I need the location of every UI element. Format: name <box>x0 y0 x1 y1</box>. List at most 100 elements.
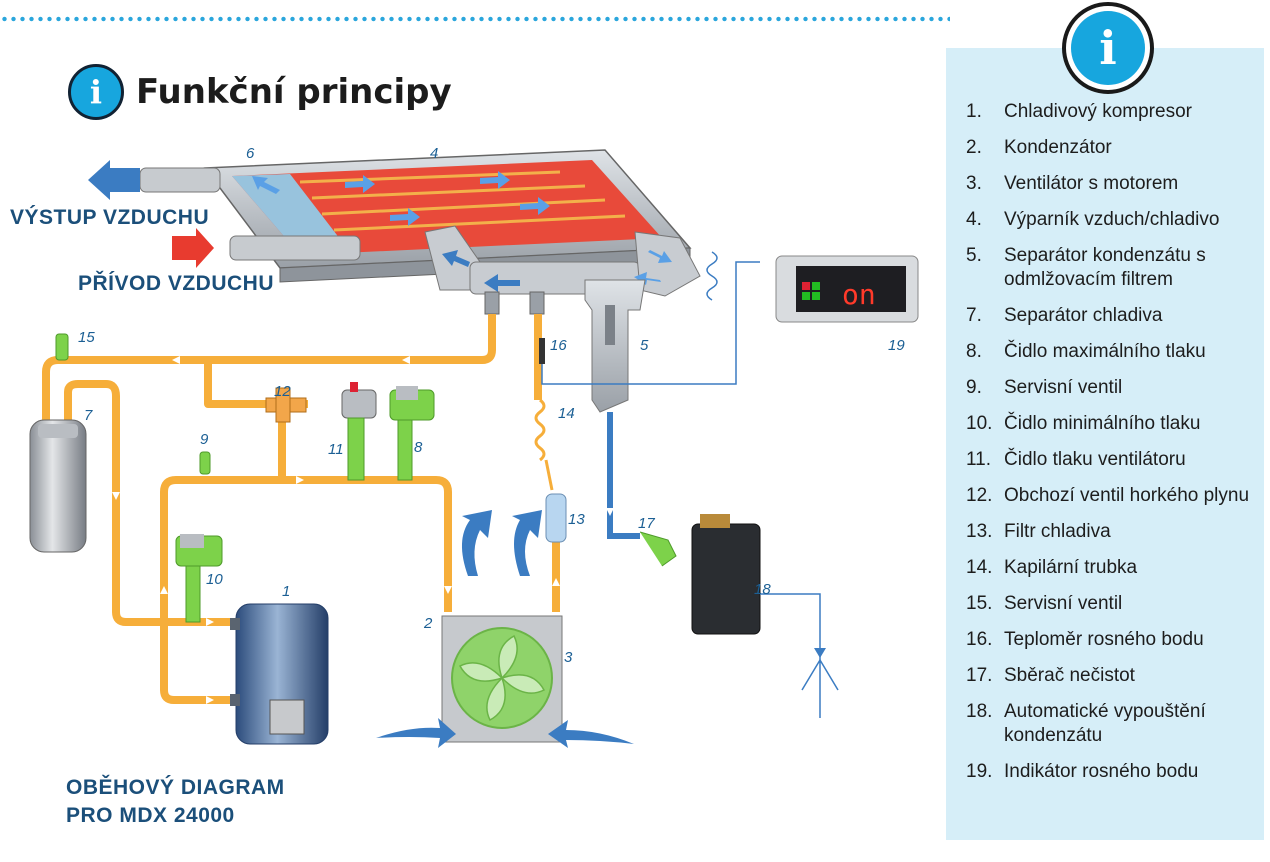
component-number: 9 <box>200 431 209 448</box>
capillary-line <box>544 459 554 491</box>
legend-text: Automatické vypouštění kondenzátu <box>1004 701 1206 746</box>
drain-icon <box>801 659 839 718</box>
legend-text: Servisní ventil <box>1004 593 1123 614</box>
diagram-title-line2: PRO MDX 24000 <box>66 804 235 827</box>
component-number: 12 <box>274 383 291 400</box>
legend-item: 11.Čidlo tlaku ventilátoru <box>966 448 1256 472</box>
component-number: 15 <box>78 329 95 346</box>
legend-item: 2.Kondenzátor <box>966 136 1256 160</box>
evaporator <box>139 149 701 413</box>
legend-number: 2. <box>966 137 982 158</box>
legend-number: 16. <box>966 629 993 650</box>
legend-text: Kapilární trubka <box>1004 557 1138 578</box>
legend-text: Filtr chladiva <box>1004 521 1111 542</box>
display-text: on <box>842 278 876 311</box>
legend-item: 3. Ventilátor s motorem <box>966 172 1256 196</box>
legend-text: Čidlo minimálního tlaku <box>1004 413 1201 434</box>
legend-text: Výparník vzduch/chladivo <box>1004 209 1220 230</box>
fan-pressure-sensor <box>341 382 377 481</box>
legend-item: 14. Kapilární trubka <box>966 556 1256 580</box>
air-out-arrow <box>88 160 140 200</box>
legend-text: Teploměr rosného bodu <box>1004 629 1204 650</box>
legend-number: 3. <box>966 173 982 194</box>
legend-item: 13. Filtr chladiva <box>966 520 1256 544</box>
legend-number: 5. <box>966 245 982 266</box>
component-number: 11 <box>328 441 344 458</box>
legend-item: 15. Servisní ventil <box>966 592 1256 616</box>
sensor-wire <box>541 261 760 385</box>
info-icon: i <box>1062 2 1154 94</box>
legend-text: Čidlo maximálního tlaku <box>1004 341 1206 362</box>
flow-arrow-down <box>606 508 614 516</box>
dirt-collector <box>639 531 677 567</box>
drain-line <box>760 593 821 660</box>
component-number: 6 <box>246 145 255 162</box>
legend-number: 14. <box>966 557 993 578</box>
component-number: 19 <box>888 337 905 354</box>
legend-number: 8. <box>966 341 982 362</box>
legend-item: 1. Chladivový kompresor <box>966 100 1256 124</box>
legend-item: 18. Automatické vypouštění kondenzátu <box>966 700 1256 748</box>
air-in-arrow <box>172 228 214 268</box>
compressor <box>230 603 329 745</box>
legend-text: Servisní ventil <box>1004 377 1123 398</box>
legend-number: 18. <box>966 701 993 722</box>
refrigerant-pipes <box>42 314 560 704</box>
refrigerant-separator <box>29 419 87 553</box>
max-pressure-sensor <box>389 386 435 481</box>
drain-arrow <box>814 648 826 658</box>
legend-item: 8. Čidlo maximálního tlaku <box>966 340 1256 364</box>
legend-number: 7. <box>966 305 982 326</box>
component-number: 3 <box>564 649 573 666</box>
legend-item: 17.Sběrač nečistot <box>966 664 1256 688</box>
page-title: Funkční principy <box>136 72 452 112</box>
refrigerant-filter <box>545 493 567 543</box>
diagram-title-line1: OBĚHOVÝ DIAGRAM <box>66 776 285 799</box>
min-pressure-sensor <box>175 534 223 623</box>
component-number: 13 <box>568 511 585 528</box>
service-valve-9 <box>199 451 211 475</box>
legend-item: 4. Výparník vzduch/chladivo <box>966 208 1256 232</box>
legend-number: 1. <box>966 101 982 122</box>
flow-arrows <box>112 356 560 704</box>
component-number: 5 <box>640 337 649 354</box>
legend-text: Separátor chladiva <box>1004 305 1163 326</box>
legend-number: 9. <box>966 377 982 398</box>
legend-number: 10. <box>966 413 993 434</box>
legend-number: 13. <box>966 521 993 542</box>
component-number: 7 <box>84 407 93 424</box>
legend-text: Chladivový kompresor <box>1004 101 1192 122</box>
legend-text: Indikátor rosného bodu <box>1004 761 1199 782</box>
legend-item: 9. Servisní ventil <box>966 376 1256 400</box>
legend-text: Obchozí ventil horkého plynu <box>1004 485 1250 506</box>
service-valve-15 <box>55 333 69 361</box>
legend-item: 7. Separátor chladiva <box>966 304 1256 328</box>
legend-text: Separátor kondenzátu s odmlžovacím filtr… <box>1004 245 1206 290</box>
legend-text: Ventilátor s motorem <box>1004 173 1179 194</box>
legend-number: 17. <box>966 665 993 686</box>
component-number: 17 <box>638 515 655 532</box>
component-number: 10 <box>206 571 223 588</box>
airflow-arrows <box>376 510 634 748</box>
dotted-divider <box>0 16 950 22</box>
legend-item: 16. Teploměr rosného bodu <box>966 628 1256 652</box>
legend-number: 15. <box>966 593 993 614</box>
dewpoint-indicator: on <box>775 255 919 323</box>
wire-coil <box>706 251 718 301</box>
legend-panel <box>946 48 1264 840</box>
circuit-diagram: on 1 2 3 4 5 6 7 8 9 10 11 12 13 14 15 1… <box>29 145 919 748</box>
component-number: 16 <box>550 337 567 354</box>
condenser <box>441 615 563 743</box>
legend-item: 10. Čidlo minimálního tlaku <box>966 412 1256 436</box>
component-number: 8 <box>414 439 423 456</box>
legend-text: Čidlo tlaku ventilátoru <box>1004 449 1186 470</box>
legend-list: 1. Chladivový kompresor 2.Kondenzátor 3. Ven… <box>966 100 1256 796</box>
component-number: 14 <box>558 405 575 422</box>
legend-number: 4. <box>966 209 982 230</box>
air-in-label: PŘÍVOD VZDUCHU <box>78 272 275 295</box>
legend-item: 5. Separátor kondenzátu s odmlžovacím fil… <box>966 244 1256 292</box>
info-icon: i <box>68 64 124 120</box>
legend-number: 12. <box>966 485 993 506</box>
component-number: 1 <box>282 583 290 600</box>
component-number: 2 <box>423 615 433 632</box>
